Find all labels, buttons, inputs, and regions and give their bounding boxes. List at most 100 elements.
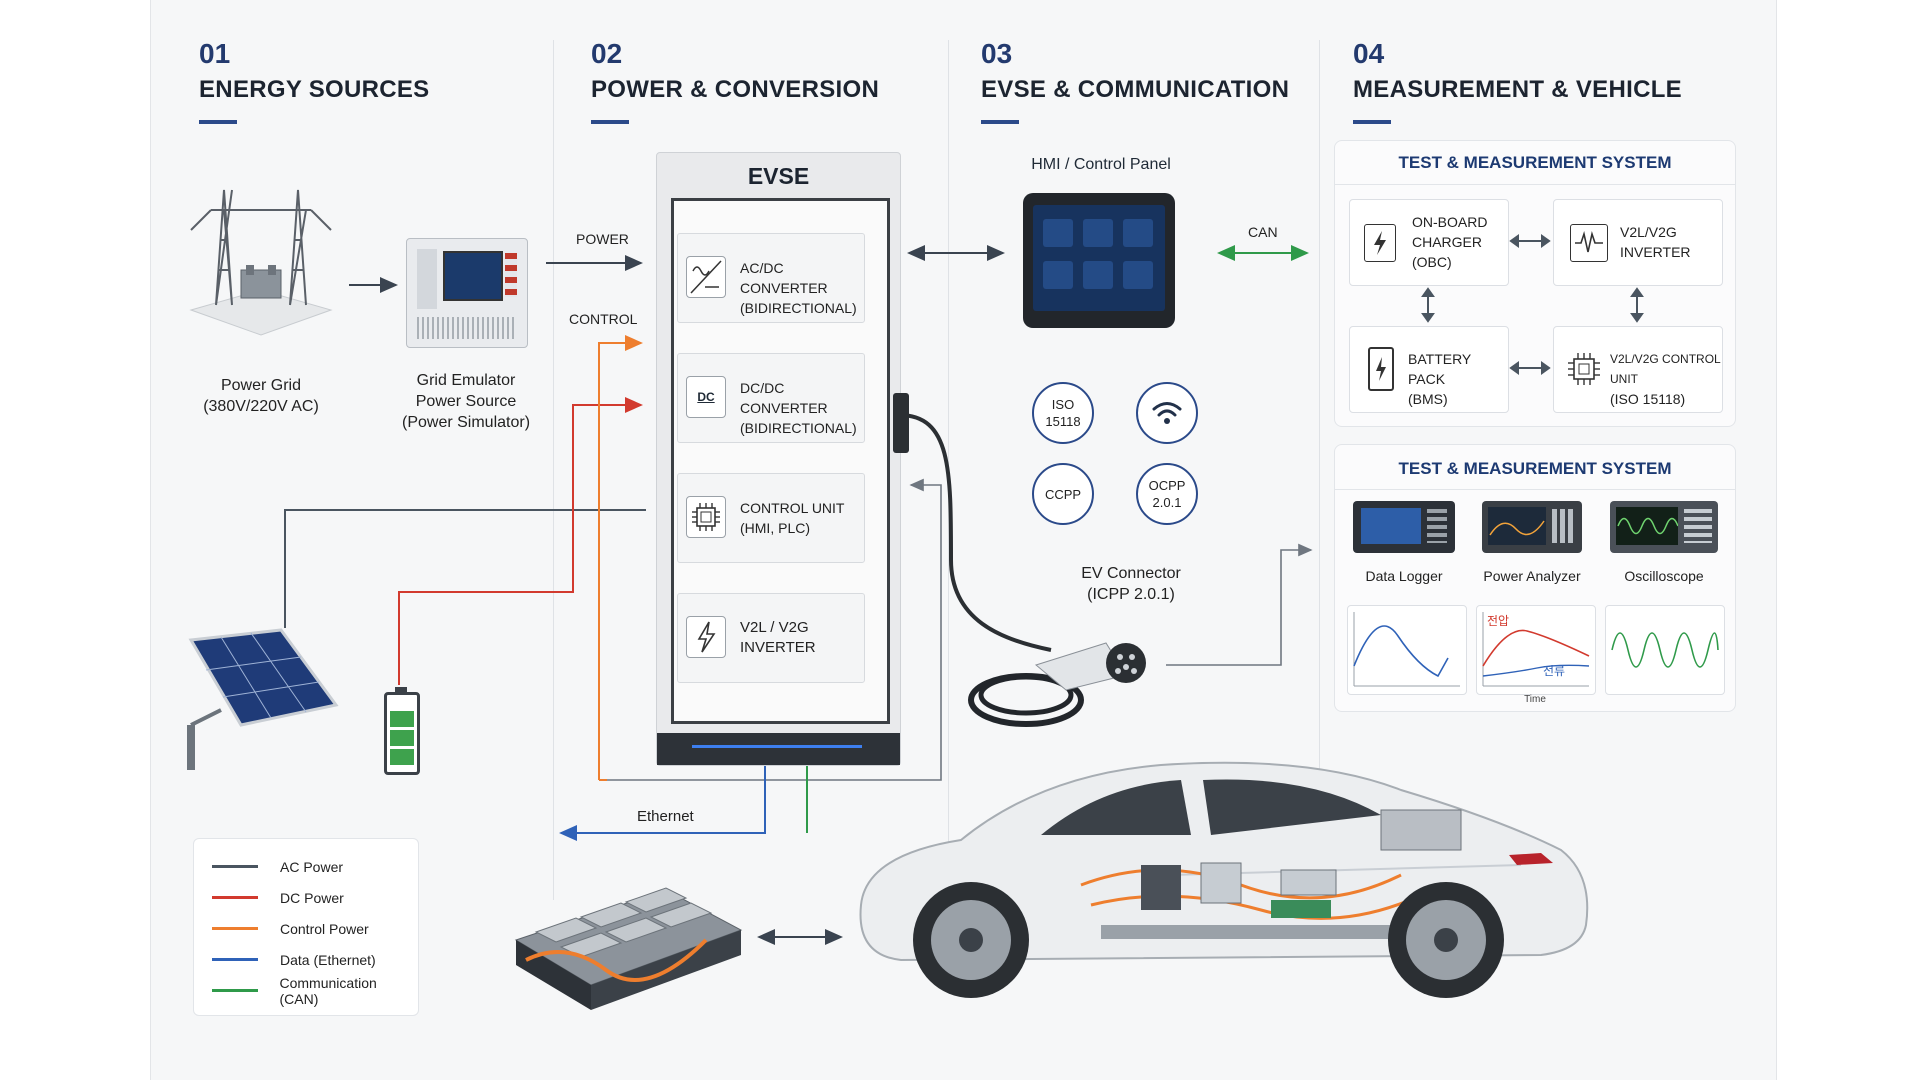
oscilloscope-device	[1610, 501, 1718, 553]
legend-swatch	[212, 958, 258, 961]
label-line: DC/DC CONVERTER	[740, 380, 828, 416]
battery-terminal	[395, 687, 407, 693]
label-line: Power Grid	[220, 377, 302, 394]
device-label: Power Analyzer	[1483, 568, 1581, 584]
column-header-power-conversion: 02 POWER & CONVERSION	[591, 38, 879, 124]
device-panel	[417, 249, 437, 309]
legend-item: Data (Ethernet)	[194, 944, 418, 975]
device-buttons	[1552, 509, 1576, 543]
hmi-tile[interactable]	[1083, 219, 1113, 247]
panel-title: TEST & MEASUREMENT SYSTEM	[1398, 153, 1672, 172]
device-label: Data Logger	[1365, 568, 1443, 584]
iso15118-badge: ISO 15118	[1032, 382, 1094, 444]
power-grid-label: Power Grid (380V/220V AC)	[181, 375, 341, 417]
time-axis-label: Time	[1524, 694, 1546, 705]
header-underline	[591, 120, 629, 124]
hmi-label: HMI / Control Panel	[1031, 156, 1171, 173]
battery-cell	[390, 711, 414, 727]
column-header-measurement-vehicle: 04 MEASUREMENT & VEHICLE	[1353, 38, 1682, 124]
legend-swatch	[212, 896, 258, 899]
label-line: ISO	[1051, 397, 1075, 412]
battery-pack-icon	[514, 887, 743, 1010]
connection-lines	[284, 245, 1313, 945]
legend-item: DC Power	[194, 882, 418, 913]
module-label: AC/DC CONVERTER(BIDIRECTIONAL)	[740, 258, 864, 318]
wifi-icon	[1152, 402, 1182, 424]
test-measurement-panel: TEST & MEASUREMENT SYSTEM Data Logger Po…	[1334, 444, 1736, 712]
label-line: CCPP	[1044, 486, 1082, 502]
device-vent	[417, 317, 517, 339]
evse-title: EVSE	[747, 163, 810, 189]
ev-connector-icon	[968, 642, 1146, 727]
power-grid-icon	[189, 189, 333, 336]
battery-icon	[1368, 347, 1394, 391]
panel-arrows	[1421, 234, 1644, 375]
lightning-icon	[1364, 224, 1396, 262]
device-screen	[1361, 508, 1421, 544]
battery-cell	[390, 730, 414, 746]
label-line: INVERTER	[740, 639, 816, 656]
label-line: (OBC)	[1412, 254, 1452, 270]
card-label: V2L/V2G INVERTER	[1620, 222, 1691, 262]
electric-vehicle	[859, 761, 1589, 998]
panel-divider	[1335, 489, 1735, 490]
control-unit-card: V2L/V2G CONTROL UNIT(ISO 15118)	[1553, 326, 1723, 413]
header-underline	[199, 120, 237, 124]
device-screen	[1488, 507, 1546, 545]
waveform-graph	[1347, 605, 1467, 695]
evse-module: AC/DC CONVERTER(BIDIRECTIONAL)	[677, 233, 865, 323]
legend-item: Control Power	[194, 913, 418, 944]
column-header-energy-sources: 01 ENERGY SOURCES	[199, 38, 429, 124]
label-line: 15118	[1045, 414, 1081, 429]
label-line: (Power Simulator)	[401, 414, 531, 431]
label-line: V2L/V2G	[1620, 224, 1677, 240]
ethernet-flow-label: Ethernet	[637, 808, 694, 825]
current-label: 전류	[1543, 664, 1566, 678]
hmi-tile[interactable]	[1123, 219, 1153, 247]
legend-item: Communication (CAN)	[194, 974, 418, 1007]
module-label: DC/DC CONVERTER (BIDIRECTIONAL)	[740, 378, 864, 438]
ccpp-badge: CCPP	[1032, 463, 1094, 525]
label-line: ON-BOARD	[1412, 214, 1488, 230]
hmi-tile[interactable]	[1083, 261, 1113, 289]
device-label: Oscilloscope	[1624, 568, 1704, 584]
hmi-tile[interactable]	[1123, 261, 1153, 289]
power-flow-label: POWER	[576, 231, 629, 247]
control-flow-label: CONTROL	[569, 311, 638, 327]
legend-label: DC Power	[280, 889, 344, 906]
legend-item: AC Power	[194, 851, 418, 882]
battery-cell	[390, 749, 414, 765]
hmi-tile[interactable]	[1043, 261, 1073, 289]
battery-pack-card: BATTERY PACK(BMS)	[1349, 326, 1509, 413]
legend-swatch	[212, 989, 258, 992]
legend: AC Power DC Power Control Power Data (Et…	[193, 838, 419, 1016]
device-screen	[1616, 507, 1679, 545]
label-line: INVERTER	[1620, 244, 1691, 260]
column-title: ENERGY SOURCES	[199, 76, 430, 103]
column-header-evse-communication: 03 EVSE & COMMUNICATION	[981, 38, 1289, 124]
sine-wave-graph	[1605, 605, 1725, 695]
column-number: 04	[1353, 38, 1385, 69]
panel-divider	[1335, 184, 1735, 185]
battery-icon	[384, 687, 420, 775]
label-line: (BIDIRECTIONAL)	[740, 420, 857, 436]
card-label: BATTERY PACK(BMS)	[1408, 349, 1508, 409]
can-flow-label: CAN	[1248, 224, 1278, 240]
label-line: CONTROL UNIT	[740, 500, 845, 516]
charging-port	[893, 393, 909, 453]
column-number: 03	[981, 38, 1013, 69]
panel-title: TEST & MEASUREMENT SYSTEM	[1398, 459, 1672, 478]
diagram-canvas: 01 ENERGY SOURCES 02 POWER & CONVERSION …	[150, 0, 1777, 1080]
label-line: (BIDIRECTIONAL)	[740, 300, 857, 316]
legend-label: Communication (CAN)	[279, 974, 377, 1007]
device-buttons	[1427, 509, 1447, 543]
device-screen	[443, 251, 503, 301]
column-title: POWER & CONVERSION	[591, 76, 880, 103]
column-divider	[553, 40, 554, 900]
hmi-control-panel[interactable]	[1023, 193, 1175, 328]
hmi-tile[interactable]	[1043, 219, 1073, 247]
ev-connector-label: EV Connector (ICPP 2.0.1)	[1046, 563, 1216, 605]
